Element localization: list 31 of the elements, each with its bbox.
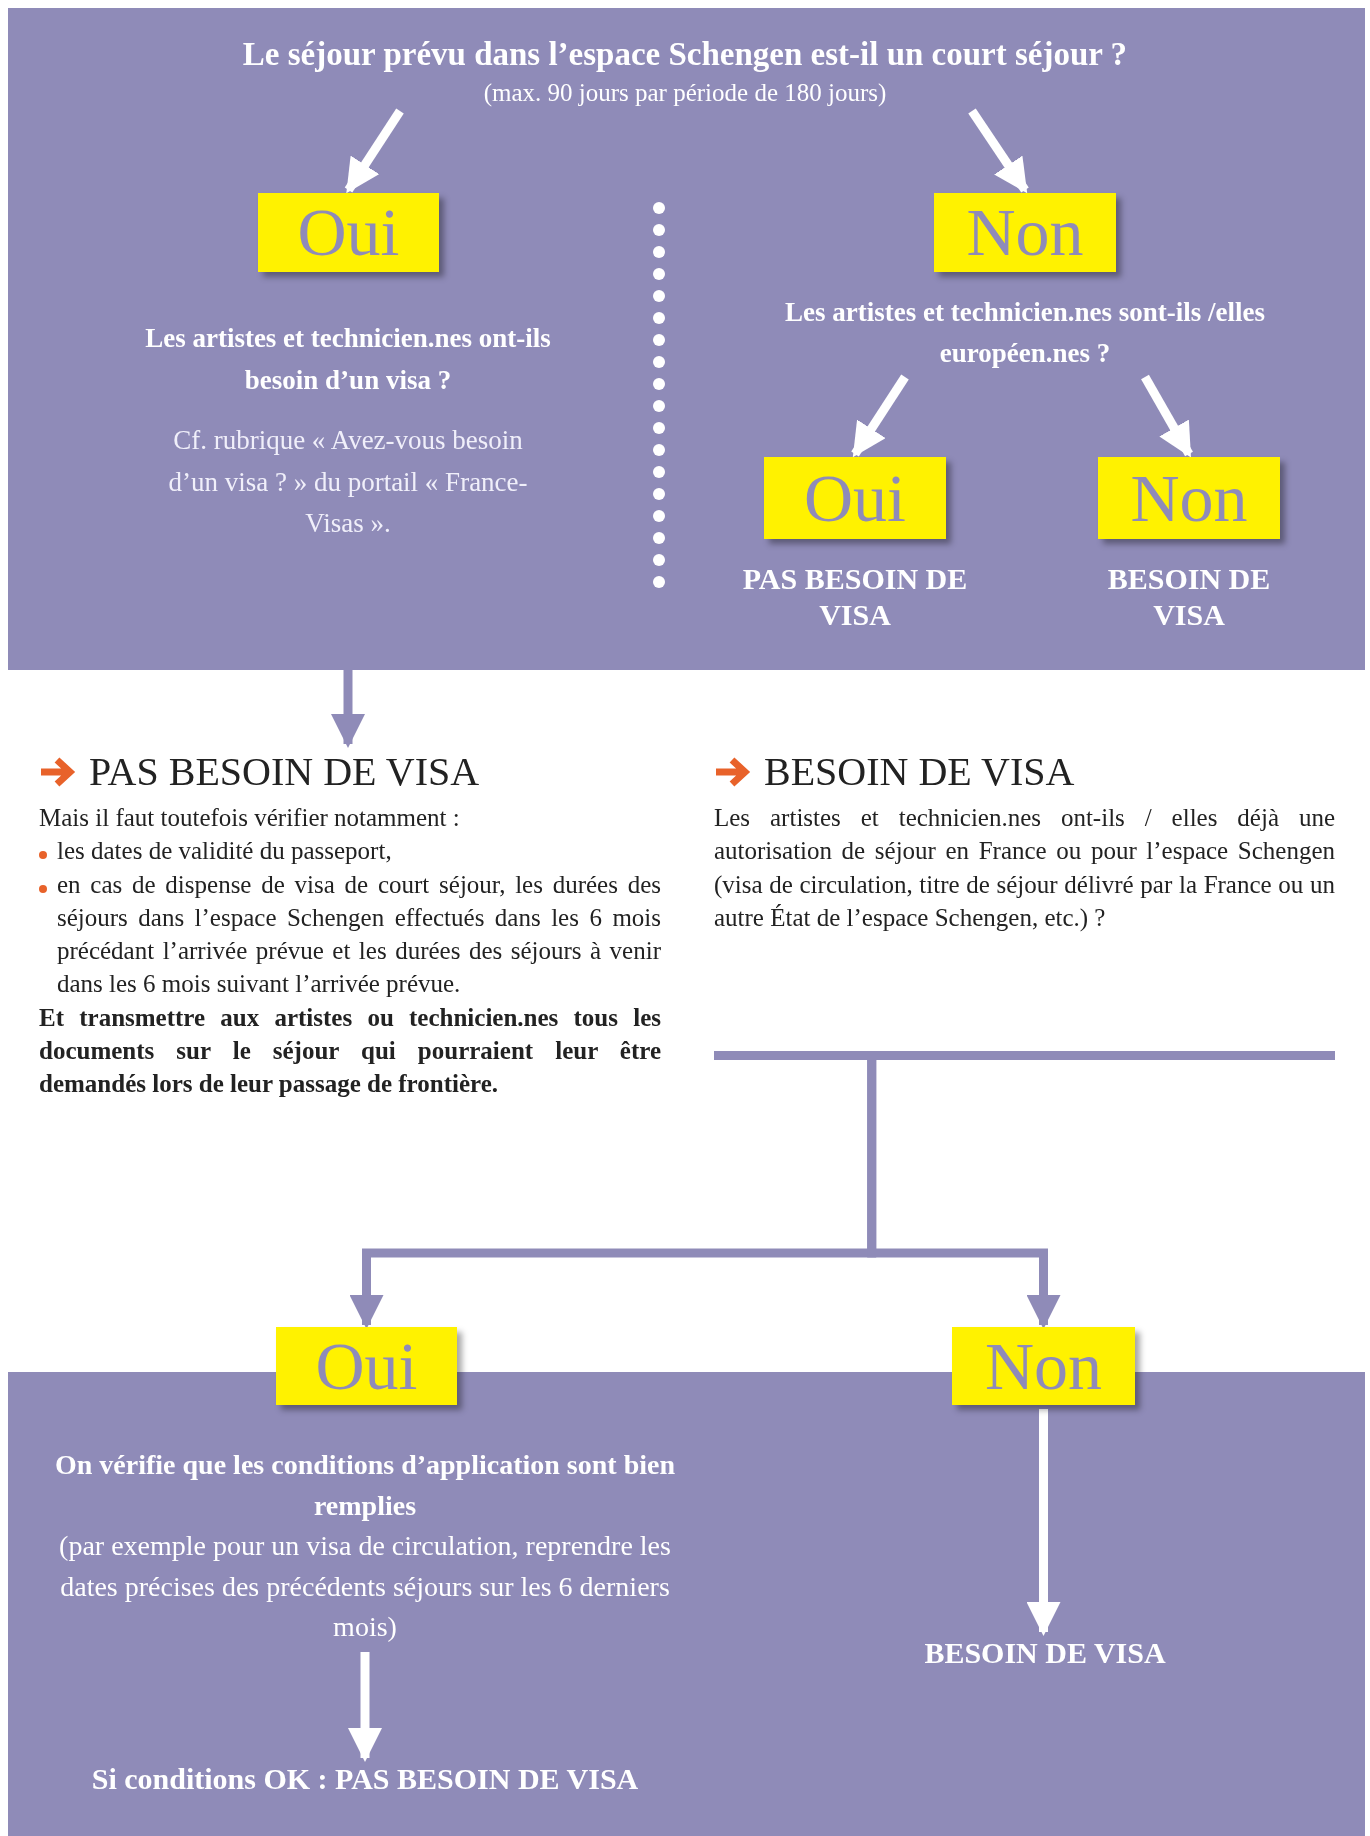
answer-box: Oui xyxy=(276,1327,457,1405)
box-caption: PAS BESOIN DE VISA xyxy=(741,561,969,633)
section-heading: BESOIN DE VISA xyxy=(764,748,1075,795)
arrow xyxy=(348,1651,382,1762)
section-heading: PAS BESOIN DE VISA xyxy=(89,748,480,795)
answer-box: Non xyxy=(952,1327,1135,1405)
note-text: Cf. rubrique « Avez-vous besoin d’un visa ? » du portail « France-Visas ». xyxy=(167,423,529,541)
answer-box: Oui xyxy=(764,457,946,539)
arrow xyxy=(851,374,909,458)
arrow xyxy=(968,108,1029,194)
note-text: (par exemple pour un visa de circulation, reprendre les dates précises des précédents séjours sur les 6 derniers mois) xyxy=(58,1529,672,1645)
paragraph: Mais il faut toutefois vérifier notamment : xyxy=(39,803,461,833)
arrow xyxy=(344,108,404,194)
question-text: Si conditions OK : PAS BESOIN DE VISA xyxy=(90,1762,640,1796)
box-caption: BESOIN DE VISA xyxy=(1106,561,1272,633)
question-text: Les artistes et technicien.nes sont-ils /elles européen.nes ? xyxy=(784,296,1266,370)
arrow xyxy=(1026,1409,1061,1636)
paragraph: Les artistes et technicien.nes ont-ils / elles déjà une autorisation de séjour en France ou pour l’espace Schengen (visa de circulation, titre de séjour délivré par la France ou un autre État de l’espace Schengen, etc.) ? xyxy=(714,803,1335,933)
paragraph: Et transmettre aux artistes ou technicien.nes tous les documents sur le séjour qui pourraient leur être demandés lors de leur passage de frontière. xyxy=(39,1002,661,1099)
answer-box: Non xyxy=(1098,457,1280,539)
question-text: Les artistes et technicien.nes ont-ils besoin d’un visa ? xyxy=(144,322,552,397)
arrow xyxy=(867,1060,1061,1329)
arrow xyxy=(1141,374,1193,458)
answer-box: Oui xyxy=(258,193,439,272)
question-text: Le séjour prévu dans l’espace Schengen est-il un court séjour ? xyxy=(241,36,1129,73)
note-text: (max. 90 jours par période de 180 jours) xyxy=(482,79,888,107)
list-item-text: en cas de dispense de visa de court séjour, les durées des séjours dans l’espace Schengen effectués dans les 6 mois précédant l’arrivée prévue et les durées des séjours à venir dans les 6 mois suivant l’arrivée prévue. xyxy=(57,869,661,1000)
question-text: BESOIN DE VISA xyxy=(923,1636,1167,1670)
question-text: On vérifie que les conditions d’application sont bien remplies xyxy=(54,1448,676,1523)
list-item-text: les dates de validité du passeport, xyxy=(57,836,392,867)
answer-box: Non xyxy=(934,193,1116,272)
